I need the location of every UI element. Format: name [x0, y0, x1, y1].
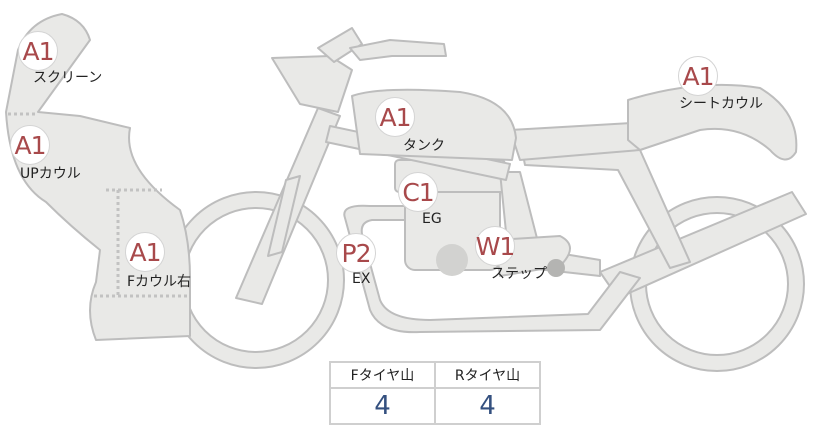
- damage-code-text: W1: [475, 231, 516, 261]
- damage-code-fcowl: A1: [125, 232, 165, 272]
- damage-code-exhaust: P2: [336, 233, 376, 273]
- handlebar: [271, 55, 353, 113]
- damage-code-text: P2: [341, 238, 372, 268]
- part-label-seatcowl: シートカウル: [679, 96, 763, 112]
- damage-code-screen: A1: [18, 31, 58, 71]
- damage-code-text: C1: [402, 177, 434, 207]
- damage-code-upcowl: A1: [10, 125, 50, 165]
- damage-code-text: A1: [682, 61, 714, 91]
- part-label-tank: タンク: [403, 138, 445, 154]
- part-label-exhaust: EX: [352, 271, 371, 287]
- part-label-screen: スクリーン: [33, 70, 103, 86]
- damage-code-text: A1: [129, 237, 161, 267]
- damage-code-tank: A1: [375, 97, 415, 137]
- part-label-upcowl: UPカウル: [20, 166, 81, 182]
- damage-code-text: A1: [22, 36, 54, 66]
- rear-tire-header: Rタイヤ山: [434, 361, 541, 389]
- rear-tire-value: 4: [434, 387, 541, 425]
- exhaust-pipe: [343, 204, 641, 334]
- tire-tread-table: Fタイヤ山 Rタイヤ山 4 4: [329, 361, 541, 425]
- damage-code-text: A1: [379, 102, 411, 132]
- part-label-fcowl: Fカウル右: [127, 274, 192, 290]
- front-tire-header: Fタイヤ山: [329, 361, 436, 389]
- part-label-engine: EG: [422, 211, 442, 227]
- damage-code-engine: C1: [398, 172, 438, 212]
- front-tire-value: 4: [329, 387, 436, 425]
- damage-code-text: A1: [14, 130, 46, 160]
- damage-code-seatcowl: A1: [678, 56, 718, 96]
- part-label-step: ステップ: [491, 266, 547, 282]
- damage-code-step: W1: [475, 226, 515, 266]
